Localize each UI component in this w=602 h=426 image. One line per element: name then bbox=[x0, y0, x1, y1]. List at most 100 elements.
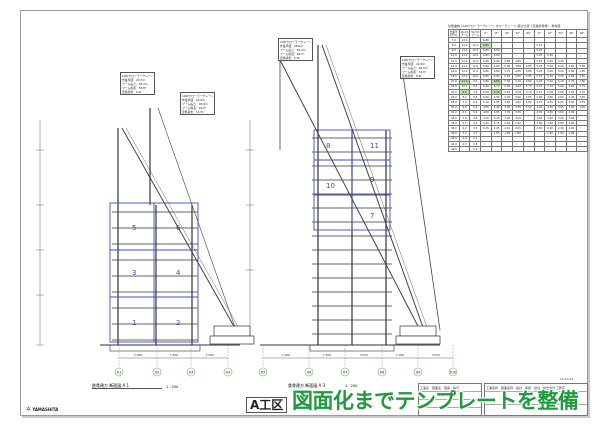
span-dimension: 7,500 bbox=[431, 353, 440, 357]
crane-note-line: ブーム角度：49.8° bbox=[182, 105, 207, 110]
tb-label: 工事名称 bbox=[486, 385, 499, 390]
title-block-left: 工事名 図面名 図番 縮尺 bbox=[418, 383, 482, 416]
tb-label: 設計 bbox=[516, 385, 523, 390]
zone-label: 8 bbox=[326, 142, 330, 150]
crane-note-line: ブーム角度：48.5° bbox=[280, 51, 305, 56]
grid-label: X8 bbox=[380, 371, 385, 375]
span-dimension: 7,000 bbox=[282, 353, 291, 357]
crane-note-line: ブーム角度：58.8° bbox=[122, 85, 147, 90]
span-dimension: 7,500 bbox=[205, 353, 214, 357]
crane-note-line: ブーム角度：52.0° bbox=[402, 69, 427, 74]
left-building bbox=[100, 205, 240, 352]
grid-bubble bbox=[448, 367, 458, 377]
grid-bubble bbox=[223, 367, 233, 377]
table-cell bbox=[512, 146, 524, 153]
span-dimension: 7,500 bbox=[323, 353, 332, 357]
tb-label: 図面名称 bbox=[501, 385, 514, 390]
zone-label: 5 bbox=[132, 224, 136, 232]
level-dimension-left bbox=[36, 120, 254, 346]
crane-note-line: 定格荷重：8.5t bbox=[402, 73, 422, 78]
table-header: 30° bbox=[501, 28, 514, 39]
table-header: 15° bbox=[490, 28, 503, 39]
overlay-caption: 図面化までテンプレートを整備 bbox=[292, 389, 579, 413]
zone-label: 1 bbox=[132, 319, 136, 327]
crane-note-line: 作業半径：24.6m bbox=[182, 97, 205, 102]
table-cell bbox=[522, 146, 535, 153]
table-cell bbox=[501, 146, 514, 153]
table-header: 46.2mブーム bbox=[458, 28, 471, 39]
crane-boom bbox=[157, 107, 237, 331]
table-cell bbox=[576, 146, 588, 153]
grid-bubble bbox=[152, 367, 162, 377]
grid-bubble bbox=[340, 367, 350, 377]
table-cell bbox=[533, 146, 546, 153]
grid-label: X10 bbox=[450, 371, 457, 375]
tb-label: 承認 bbox=[525, 385, 532, 390]
crane-note-line: 作業半径：22.8m bbox=[402, 61, 425, 66]
crane-note-line: 100tクローラークレーン bbox=[280, 39, 312, 44]
zone-label: 2 bbox=[176, 319, 180, 327]
grid-bubble bbox=[377, 367, 387, 377]
grid-label: X7 bbox=[343, 371, 348, 375]
crawler-cranes bbox=[117, 44, 441, 331]
tb-label: 担当 bbox=[534, 385, 541, 390]
scale-right: 1 : 200 bbox=[345, 384, 358, 388]
grid-bubble bbox=[186, 367, 196, 377]
crane-note-line: 作業半径：28.6m bbox=[280, 43, 303, 48]
crane-note-line: ブーム長さ：46.2m bbox=[122, 81, 148, 86]
crane-note-line: 100tクローラークレーン bbox=[122, 73, 154, 78]
right-building bbox=[260, 130, 440, 352]
table-header: 52.5mブーム bbox=[469, 28, 482, 39]
scale-left: 1 : 200 bbox=[166, 385, 179, 389]
table-header: 60° bbox=[522, 28, 535, 39]
table-row: 46.0 1.4 bbox=[448, 146, 588, 153]
drawing-title-right: 鉄骨建方 断面図 A 3 bbox=[288, 383, 326, 388]
company-name: 株式会社 工務店 bbox=[543, 385, 566, 390]
crane-note-line: 定格荷重：6.2t bbox=[122, 89, 142, 94]
table-header: 60° bbox=[576, 28, 588, 39]
crane-boom bbox=[401, 67, 441, 331]
zone-label: 4 bbox=[176, 269, 181, 277]
table-header: 15° bbox=[544, 28, 556, 39]
zone-label: 7 bbox=[370, 212, 374, 220]
crane-note-line: 作業半径：20.7m bbox=[122, 77, 145, 82]
span-dimension: 7,500 bbox=[170, 353, 179, 357]
grid-label: X3 bbox=[189, 371, 194, 375]
table-cell: 1.4 bbox=[469, 146, 482, 153]
crane-boom bbox=[121, 127, 237, 331]
logo-icon: ✲ bbox=[26, 406, 32, 413]
table-cell bbox=[565, 146, 578, 153]
grid-label: X4 bbox=[226, 371, 231, 375]
table-header: 45° bbox=[565, 28, 578, 39]
company-logo: ✲ YAMASHITA bbox=[26, 406, 58, 413]
zone-boxes bbox=[109, 129, 391, 343]
crane-note-line: 100tクローラークレーン bbox=[402, 57, 434, 62]
crane-note-line: 定格荷重：11.5t bbox=[182, 109, 204, 114]
grid-label: X2 bbox=[155, 371, 160, 375]
zone-label: 3 bbox=[132, 269, 136, 277]
table-cell bbox=[554, 146, 567, 153]
grid-bubble bbox=[114, 367, 124, 377]
grid-label: X9 bbox=[416, 371, 421, 375]
area-label: A工区 bbox=[246, 397, 288, 413]
drawing-title-left: 鉄骨建方 断面図 A 1 bbox=[92, 383, 162, 389]
table-cell: 46.0 bbox=[448, 146, 460, 153]
table-header: 0° bbox=[533, 28, 546, 39]
crane-note-line: ブーム長さ：48.8m bbox=[182, 101, 208, 106]
grid-bubble bbox=[413, 367, 423, 377]
grid-label: X6 bbox=[307, 371, 312, 375]
title-block-right: 工事名称 図面名称 設計 承認 担当 株式会社 工務店 bbox=[484, 383, 588, 416]
span-dimension: 7,000 bbox=[396, 353, 405, 357]
crane-note-line: ブーム長さ：48.5m bbox=[402, 65, 428, 70]
table-cell bbox=[480, 146, 492, 153]
tb-label: 縮尺 bbox=[453, 385, 460, 390]
crane-boom bbox=[321, 44, 425, 331]
date: 15.10.15 bbox=[560, 377, 574, 381]
zone-label: 10 bbox=[326, 182, 335, 190]
table-header: 30° bbox=[554, 28, 567, 39]
